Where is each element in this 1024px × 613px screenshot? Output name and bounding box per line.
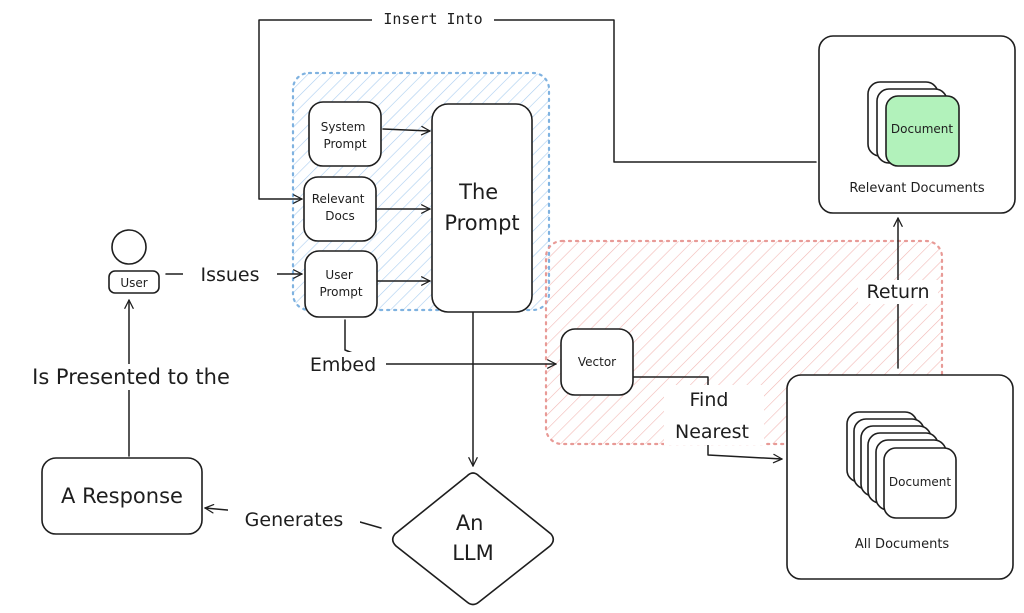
llm-node: An LLM — [391, 472, 555, 606]
user-prompt-node: User Prompt — [304, 250, 378, 318]
relevant-docs-node: Relevant Docs — [303, 176, 377, 242]
svg-text:The Prompt: The Prompt — [444, 180, 519, 235]
find-nearest-label: Find Nearest — [675, 389, 749, 443]
embed-label: Embed — [310, 354, 376, 376]
return-label: Return — [866, 281, 929, 303]
system-prompt-line1: System — [321, 120, 366, 134]
relevant-document-label: Document — [891, 122, 953, 136]
presented-label: Is Presented to the — [32, 365, 230, 389]
svg-text:An LLM: An LLM — [452, 511, 494, 565]
user-actor: User — [108, 229, 160, 294]
nearest-label: Nearest — [675, 421, 749, 443]
system-to-prompt-edge — [382, 125, 431, 136]
user-prompt-line2: Prompt — [319, 285, 362, 299]
insert-into-label: Insert Into — [383, 10, 482, 28]
all-document-card — [883, 447, 957, 519]
all-documents-node: Document All Documents — [786, 374, 1014, 580]
relevant-document-card — [885, 95, 960, 167]
response-node: A Response — [41, 457, 203, 535]
llm-line2: LLM — [452, 541, 494, 565]
relevant-documents-node: Document Relevant Documents — [818, 35, 1016, 214]
the-prompt-line1: The — [458, 180, 498, 204]
all-document-label: Document — [889, 475, 951, 489]
svg-text:System Prompt: System Prompt — [321, 120, 370, 151]
user-head — [111, 229, 147, 265]
user-label-box — [108, 270, 160, 294]
the-prompt-node: The Prompt — [431, 103, 533, 313]
svg-text:Relevant Docs: Relevant Docs — [312, 192, 369, 223]
system-prompt-line2: Prompt — [323, 137, 366, 151]
vector-node: Vector — [560, 328, 634, 396]
system-prompt-node: System Prompt — [308, 101, 382, 167]
relevant-docs-line1: Relevant — [312, 192, 365, 206]
vector-label: Vector — [578, 355, 616, 369]
response-label: A Response — [61, 484, 183, 508]
find-label: Find — [690, 389, 729, 411]
the-prompt-line2: Prompt — [444, 211, 519, 235]
generates-label: Generates — [245, 509, 344, 531]
relevant-docs-line2: Docs — [325, 209, 354, 223]
user-prompt-line1: User — [325, 268, 352, 282]
user-label: User — [120, 276, 147, 290]
relevant-documents-caption: Relevant Documents — [849, 181, 985, 196]
llm-line1: An — [456, 511, 484, 535]
issues-label: Issues — [200, 264, 259, 286]
all-documents-caption: All Documents — [855, 537, 950, 552]
svg-text:User Prompt: User Prompt — [319, 268, 362, 299]
